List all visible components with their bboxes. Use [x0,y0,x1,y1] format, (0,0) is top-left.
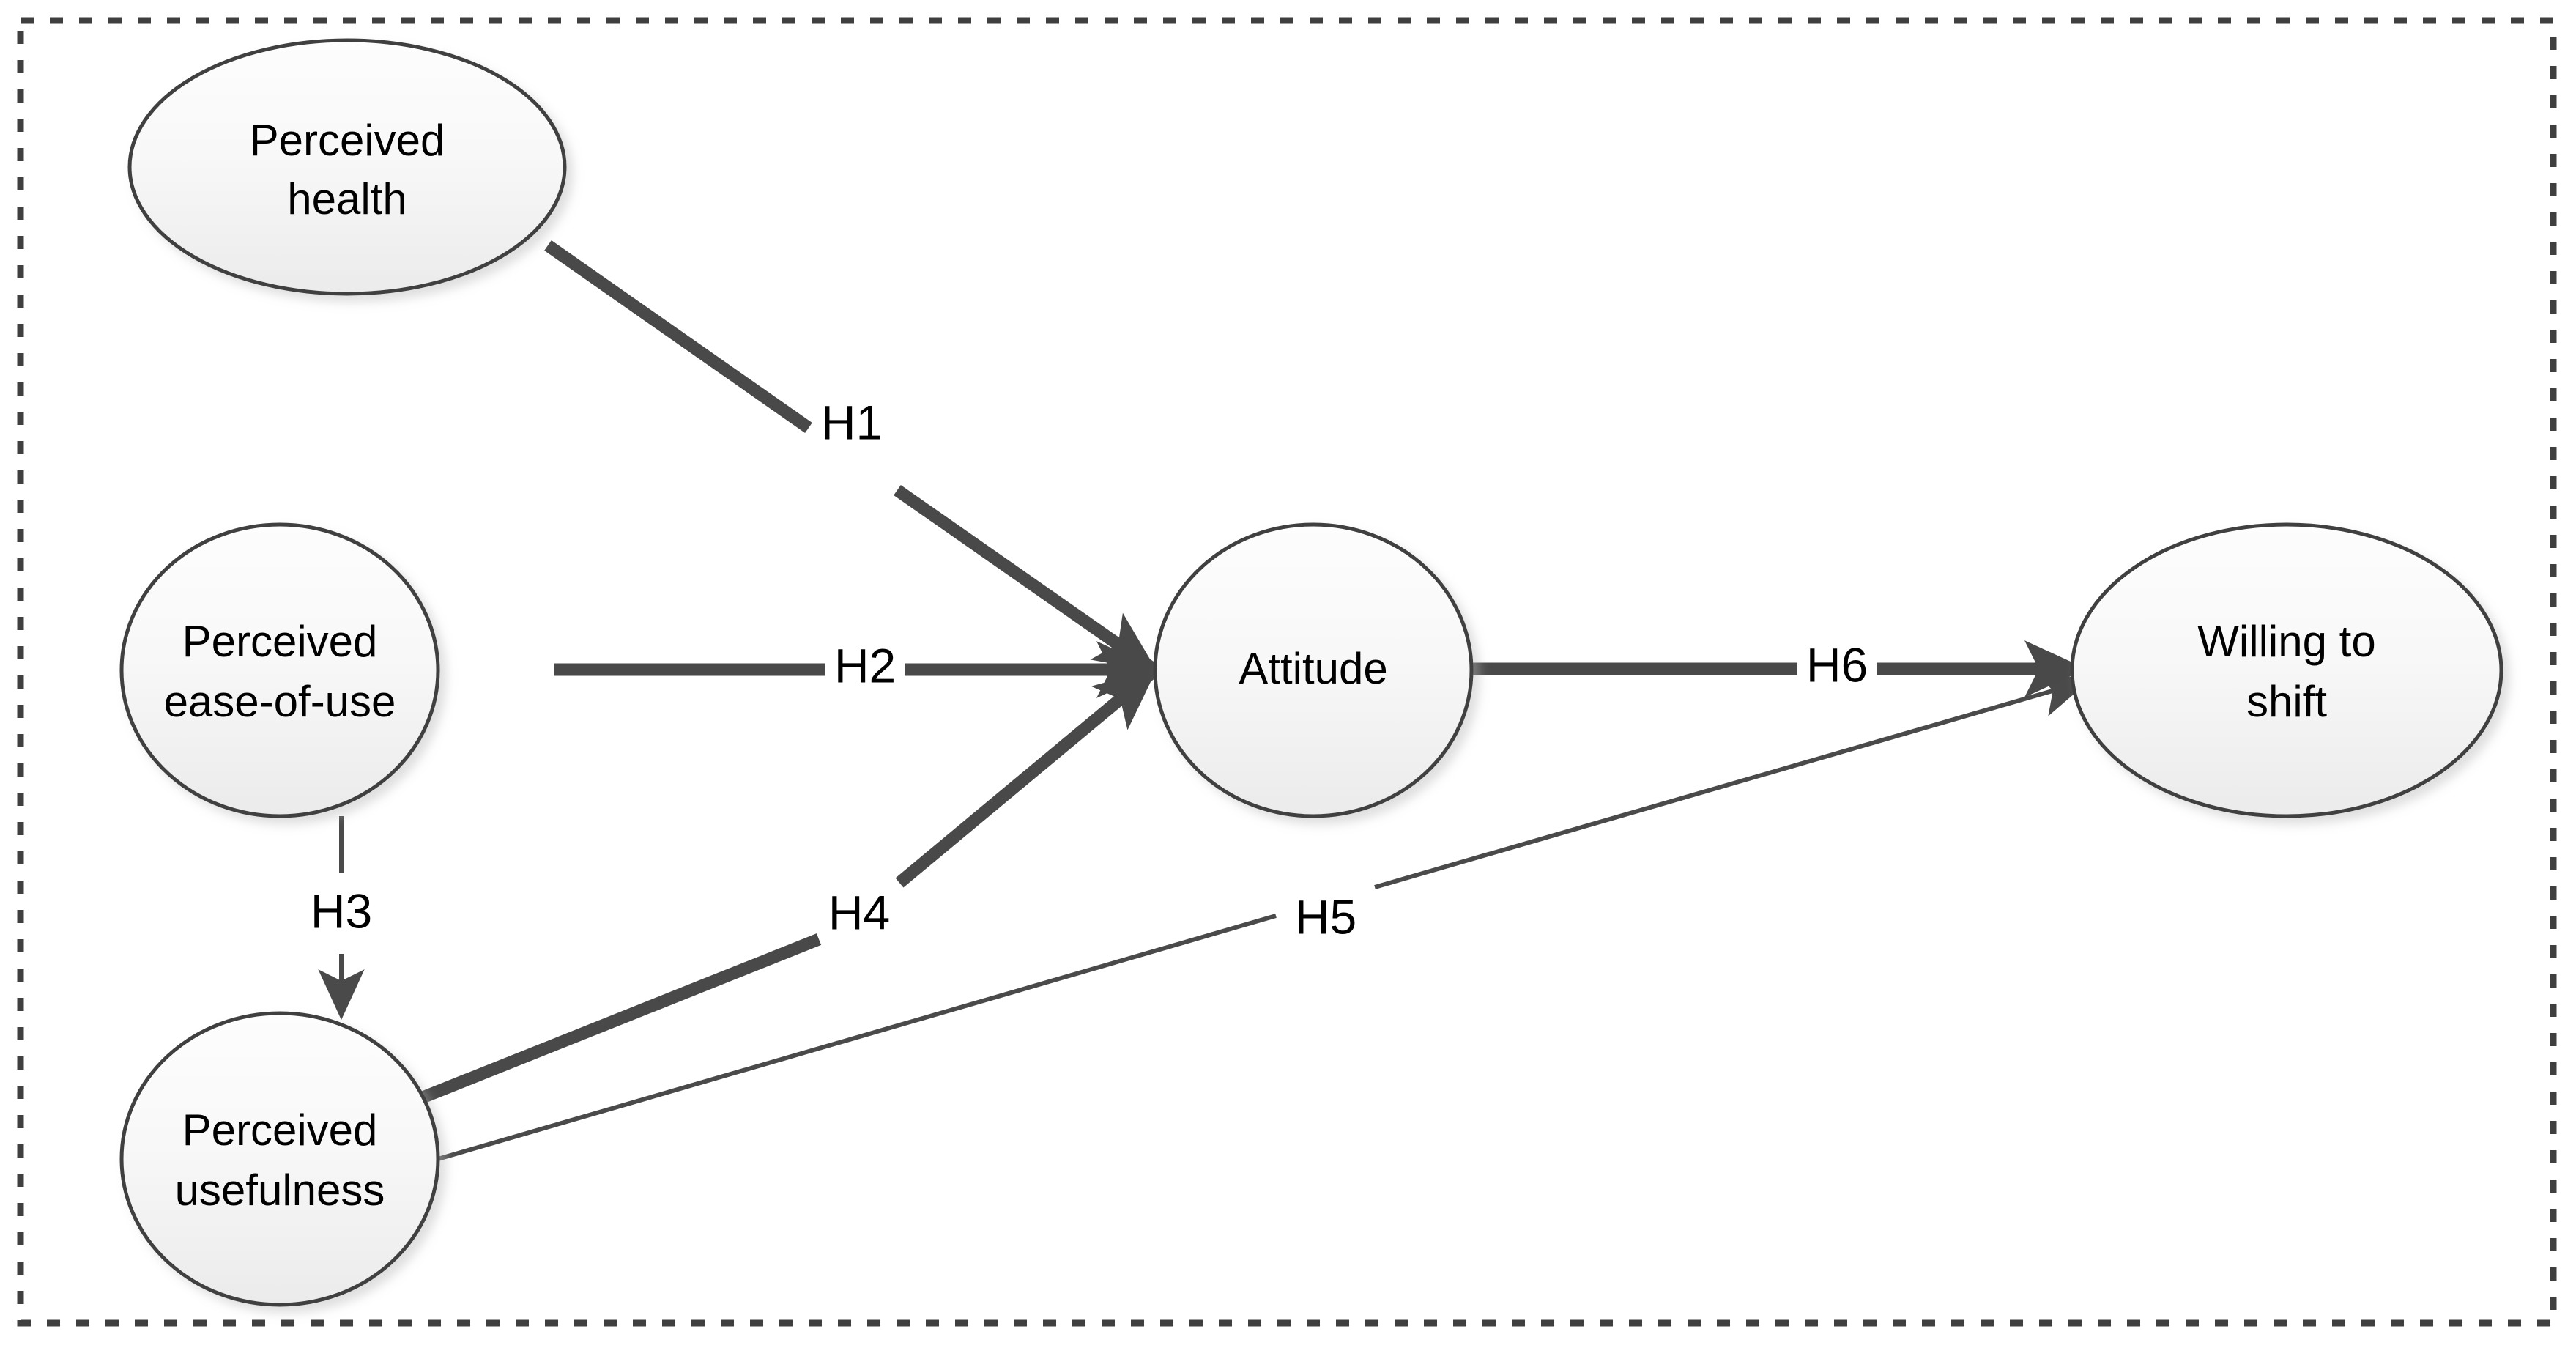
edge-label-h3: H3 [311,884,372,938]
edge-h1-segment-a [544,240,812,433]
edge-label-h1: H1 [821,395,883,449]
node-perceived-usefulness-shape [119,1011,440,1307]
edge-h1[interactable]: H1 [544,240,1158,673]
edge-h6[interactable]: H6 [1471,637,2087,697]
node-perceived-usefulness-label-line1: Perceived [182,1106,378,1155]
edge-label-h6: H6 [1806,637,1868,692]
node-willing-to-shift-label-line1: Willing to [2197,617,2375,666]
edge-h1-segment-b [894,485,1158,673]
nodes-layer: Perceived health Perceived ease-of-use P… [119,38,2503,1307]
diagram-border [17,17,2557,1327]
node-attitude-shape [1153,522,1474,818]
node-perceived-health-label-line2: health [287,174,407,223]
node-perceived-usefulness-label-line2: usefulness [175,1166,385,1215]
edge-h5-segment-b [1374,671,2090,889]
node-willing-to-shift[interactable]: Willing to shift [2070,522,2503,818]
node-perceived-health[interactable]: Perceived health [127,38,567,296]
node-perceived-health-label-line1: Perceived [250,116,445,165]
node-perceived-ease-of-use-shape [119,522,440,818]
node-perceived-ease-of-use-label-line1: Perceived [182,617,378,666]
node-perceived-health-shape [127,38,567,296]
node-willing-to-shift-shape [2070,522,2503,818]
node-perceived-ease-of-use-label-line2: ease-of-use [164,677,396,726]
node-perceived-ease-of-use[interactable]: Perceived ease-of-use [119,522,440,818]
edge-h4-segment-a [416,933,822,1105]
node-perceived-usefulness[interactable]: Perceived usefulness [119,1011,440,1307]
node-willing-to-shift-label-line2: shift [2246,677,2327,726]
edge-label-h2: H2 [834,638,896,692]
node-attitude[interactable]: Attitude [1153,522,1474,818]
edge-label-h5: H5 [1295,889,1356,944]
edge-h5-segment-a [437,914,1277,1161]
edges-layer: H1 H2 H3 H4 [311,240,2090,1161]
edge-h2[interactable]: H2 [554,638,1159,698]
edge-h5[interactable]: H5 [437,671,2090,1161]
edge-label-h4: H4 [828,885,890,939]
edge-h3[interactable]: H3 [311,816,372,1021]
node-attitude-label-line1: Attitude [1239,644,1387,693]
edge-h4[interactable]: H4 [416,667,1157,1105]
edge-h4-segment-b [895,667,1157,888]
